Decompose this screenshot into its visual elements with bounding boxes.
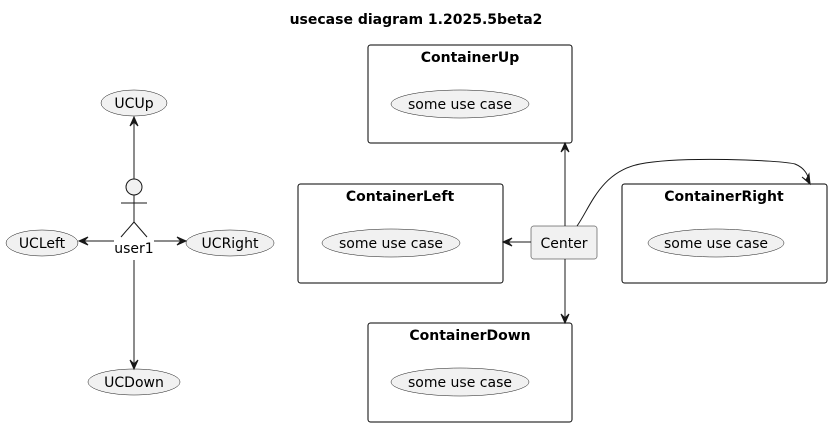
container-right-usecase[interactable]: some use case <box>647 228 785 258</box>
usecase-ucleft[interactable]: UCLeft <box>5 229 79 257</box>
usecase-ucdown-label: UCDown <box>104 375 164 391</box>
actor-links <box>77 115 188 371</box>
container-up-title: ContainerUp <box>421 50 520 66</box>
arrowhead-ucright <box>176 236 188 246</box>
diagram-title: usecase diagram 1.2025.5beta2 <box>290 12 543 28</box>
container-right-usecase-label: some use case <box>664 236 768 252</box>
actor-user1[interactable]: user1 <box>114 178 154 257</box>
container-down-usecase[interactable]: some use case <box>390 367 530 397</box>
actor-label: user1 <box>114 241 153 257</box>
usecase-ucup[interactable]: UCUp <box>100 89 168 117</box>
container-left-usecase-label: some use case <box>339 236 443 252</box>
arrowhead-container-up <box>560 141 570 153</box>
container-right-title: ContainerRight <box>664 189 784 205</box>
container-down-title: ContainerDown <box>409 328 530 344</box>
container-right[interactable]: ContainerRight some use case <box>621 183 828 284</box>
actor-leg-right <box>133 221 148 238</box>
container-up-usecase[interactable]: some use case <box>390 89 530 119</box>
usecase-ucright[interactable]: UCRight <box>185 229 275 257</box>
center-links <box>501 141 811 325</box>
usecase-ucright-label: UCRight <box>202 236 259 252</box>
arrowhead-container-left <box>501 237 513 247</box>
usecase-ucdown[interactable]: UCDown <box>87 368 181 396</box>
container-left-usecase[interactable]: some use case <box>321 228 461 258</box>
container-down-usecase-label: some use case <box>408 375 512 391</box>
arrowhead-container-down <box>560 313 570 325</box>
container-up-usecase-label: some use case <box>408 97 512 113</box>
arrowhead-container-right <box>801 172 811 186</box>
container-up[interactable]: ContainerUp some use case <box>367 44 573 144</box>
arrowhead-ucdown <box>129 359 139 371</box>
center-box[interactable]: Center <box>530 225 598 260</box>
usecase-ucleft-label: UCLeft <box>19 236 66 252</box>
container-left[interactable]: ContainerLeft some use case <box>297 183 504 284</box>
arrowhead-ucleft <box>77 236 89 246</box>
actor-leg-left <box>120 221 135 238</box>
container-down[interactable]: ContainerDown some use case <box>367 322 573 423</box>
actor-head <box>125 178 143 196</box>
container-left-title: ContainerLeft <box>346 189 455 205</box>
link-center-container-right <box>576 158 811 227</box>
usecase-ucup-label: UCUp <box>114 96 153 112</box>
center-box-label: Center <box>540 236 587 252</box>
arrowhead-ucup <box>129 115 139 127</box>
